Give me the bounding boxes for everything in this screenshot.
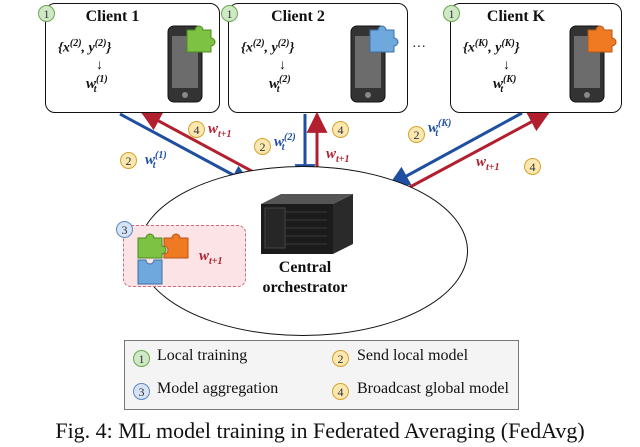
step-badge-3: 3 <box>116 221 133 238</box>
legend-label-local-training: Local training <box>157 347 248 364</box>
legend-badge-1: 1 <box>133 350 150 367</box>
step-badge-2: 2 <box>120 152 137 169</box>
local-model-weight: w(1)t <box>86 74 108 95</box>
client-2-box: 1 Client 2 {x(2), y(2)} ↓ w(2)t <box>221 3 408 113</box>
legend-badge-4: 4 <box>332 383 349 400</box>
legend-badge-2: 2 <box>332 350 349 367</box>
down-arrow-icon: ↓ <box>279 58 286 73</box>
broadcast-weight-label-2: wt+1 <box>326 146 350 165</box>
legend: 1 Local training 2 Send local model 3 Mo… <box>124 340 519 410</box>
send-weight-label-2: w(2)t <box>274 132 296 153</box>
send-arrow-k <box>388 111 523 187</box>
client-title: Client 2 <box>271 8 325 25</box>
step-badge-1: 1 <box>38 5 55 22</box>
step-badge-4: 4 <box>332 121 349 138</box>
server-icon <box>261 194 353 254</box>
step-badge-1: 1 <box>443 5 460 22</box>
client-1-box: 1 Client 1 {x(2), y(2)} ↓ w(1)t <box>38 3 220 113</box>
legend-label-model-aggregation: Model aggregation <box>157 380 279 397</box>
send-weight-label-k: w(K)t <box>428 118 452 139</box>
puzzle-piece-blue-icon <box>369 25 399 53</box>
step-badge-1: 1 <box>221 5 238 22</box>
local-dataset: {x(2), y(2)} <box>58 38 112 56</box>
legend-label-broadcast-global-model: Broadcast global model <box>357 380 509 397</box>
figure-caption: Fig. 4: ML model training in Federated A… <box>55 418 585 443</box>
aggregated-weight-label: wt+1 <box>199 248 223 267</box>
puzzle-pieces-icon <box>137 233 189 285</box>
down-arrow-icon: ↓ <box>96 58 103 73</box>
client-title: Client 1 <box>85 8 140 25</box>
broadcast-weight-label-1: wt+1 <box>208 121 232 140</box>
legend-badge-3: 3 <box>133 383 150 400</box>
local-dataset: {x(2), y(2)} <box>241 38 295 56</box>
step-badge-2: 2 <box>254 138 271 155</box>
local-model-weight: w(K)t <box>493 74 517 95</box>
send-weight-label-1: w(1)t <box>145 150 167 171</box>
local-model-weight: w(2)t <box>269 74 291 95</box>
legend-label-send-local-model: Send local model <box>357 347 469 364</box>
down-arrow-icon: ↓ <box>503 58 510 73</box>
model-aggregation-box: 3 wt+1 <box>116 221 246 287</box>
step-badge-4: 4 <box>188 121 205 138</box>
client-title: Client K <box>486 8 546 25</box>
puzzle-piece-orange-icon <box>587 25 617 53</box>
step-badge-2: 2 <box>408 126 425 143</box>
more-clients-ellipsis: ··· <box>412 40 426 55</box>
broadcast-arrow-k <box>409 111 550 189</box>
puzzle-piece-green-icon <box>186 25 216 53</box>
step-badge-4: 4 <box>524 158 541 175</box>
local-dataset: {x(K), y(K)} <box>463 38 520 56</box>
central-orchestrator-label: Central orchestrator <box>262 259 348 296</box>
broadcast-weight-label-k: wt+1 <box>476 154 500 173</box>
client-k-box: 1 Client K {x(K), y(K)} ↓ w(K)t <box>443 3 622 113</box>
